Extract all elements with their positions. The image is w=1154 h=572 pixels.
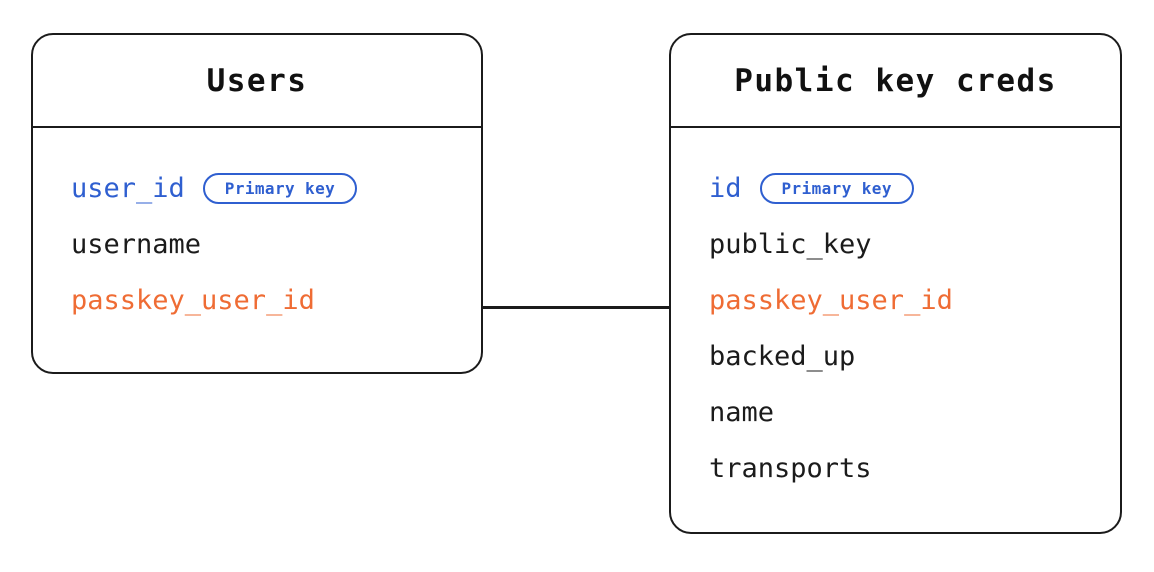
field-row[interactable]: username xyxy=(33,216,481,272)
field-name: transports xyxy=(709,452,872,484)
relationship-connector xyxy=(481,306,671,309)
entity-title: Public key creds xyxy=(734,62,1057,99)
field-name: passkey_user_id xyxy=(71,284,315,316)
field-row[interactable]: passkey_user_id xyxy=(671,272,1120,328)
entity-header: Public key creds xyxy=(671,35,1120,128)
field-row[interactable]: backed_up xyxy=(671,328,1120,384)
primary-key-badge: Primary key xyxy=(202,172,358,204)
field-name: public_key xyxy=(709,228,872,260)
field-row[interactable]: public_key xyxy=(671,216,1120,272)
field-name: passkey_user_id xyxy=(709,284,953,316)
field-name: name xyxy=(709,396,775,428)
entity-header: Users xyxy=(33,35,481,128)
field-name: id xyxy=(709,172,742,204)
field-row[interactable]: transports xyxy=(671,440,1120,496)
field-row[interactable]: user_id Primary key xyxy=(33,160,481,216)
field-row[interactable]: passkey_user_id xyxy=(33,272,481,328)
entity-title: Users xyxy=(206,62,308,99)
field-name: username xyxy=(71,228,202,260)
field-row[interactable]: name xyxy=(671,384,1120,440)
field-name: backed_up xyxy=(709,340,856,372)
field-name: user_id xyxy=(71,172,185,204)
primary-key-badge: Primary key xyxy=(759,172,914,204)
field-row[interactable]: id Primary key xyxy=(671,160,1120,216)
